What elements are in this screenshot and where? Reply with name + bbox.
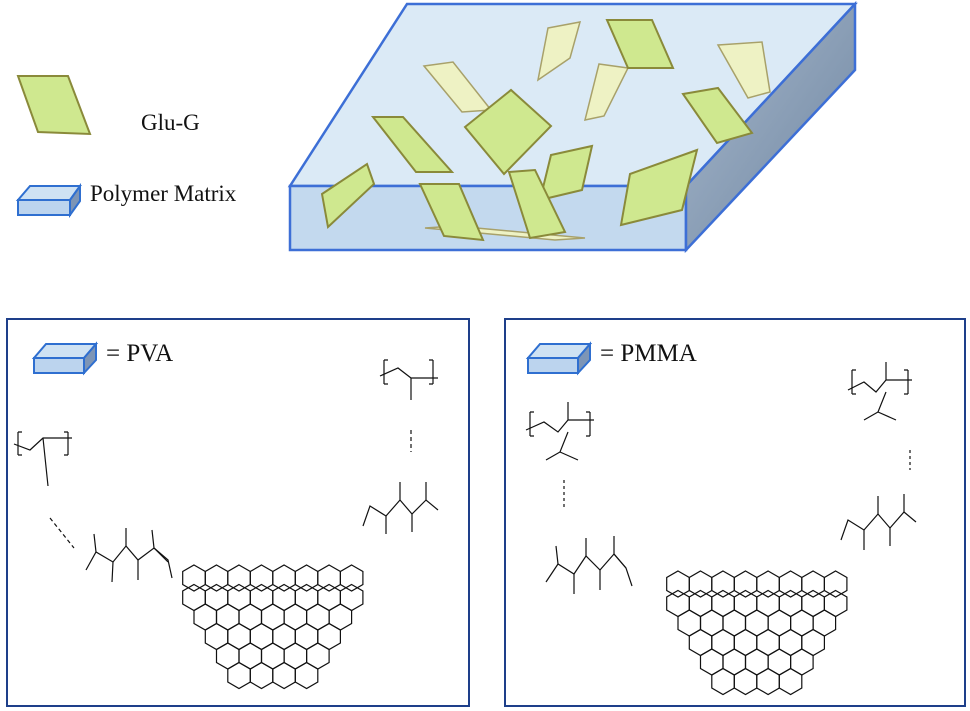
glug-sheets-front (320, 19, 754, 242)
graphene-ring (294, 564, 319, 592)
graphene-ring (317, 564, 341, 592)
graphene-ring (339, 564, 364, 592)
graphene-ring (227, 661, 251, 690)
graphene-ring (272, 564, 296, 592)
glug-legend-label: Glu-G (141, 110, 200, 135)
pmma-repeat-unit-right (847, 362, 912, 470)
graphene-ring (801, 570, 825, 598)
pva-label: = PVA (106, 340, 174, 367)
glucose-chains (545, 494, 917, 594)
pmma-label: = PMMA (600, 340, 697, 367)
graphene-ring (227, 564, 251, 592)
graphene-ring (204, 564, 229, 592)
graphene-ring (666, 570, 690, 598)
polymer-block-icon (15, 182, 82, 219)
pva-repeat-unit-right (379, 359, 438, 452)
graphene-ring (711, 570, 735, 598)
graphene-ring (249, 564, 274, 592)
glug-sheets-back (422, 21, 771, 241)
polymer-matrix-legend-label: Polymer Matrix (90, 181, 237, 206)
pmma-panel: = PMMA (504, 318, 966, 707)
graphene-ring (249, 661, 274, 690)
graphene-ring (756, 570, 780, 598)
graphene-ring (823, 570, 848, 598)
glug-sheet-icon (16, 75, 92, 136)
pmma-repeat-unit-left (525, 402, 594, 510)
graphene-ring (711, 667, 735, 696)
graphene-core (182, 564, 364, 690)
graphene-ring (688, 570, 713, 598)
pva-structure (13, 341, 439, 690)
graphene-ring (778, 667, 803, 696)
graphene-ring (756, 667, 780, 696)
pmma-block-icon (525, 341, 593, 376)
pva-panel: = PVA (6, 318, 470, 707)
pva-repeat-unit-left (13, 431, 75, 549)
graphene-ring (272, 661, 296, 690)
graphene-core (666, 570, 848, 696)
graphene-ring (778, 570, 803, 598)
pva-block-icon (31, 341, 99, 376)
pmma-structure (525, 341, 917, 696)
polymer-matrix-slab (287, 0, 858, 254)
graphene-ring (733, 667, 758, 696)
graphene-ring (182, 564, 206, 592)
glucose-chains (85, 482, 439, 583)
graphene-ring (733, 570, 758, 598)
graphene-ring (294, 661, 319, 690)
